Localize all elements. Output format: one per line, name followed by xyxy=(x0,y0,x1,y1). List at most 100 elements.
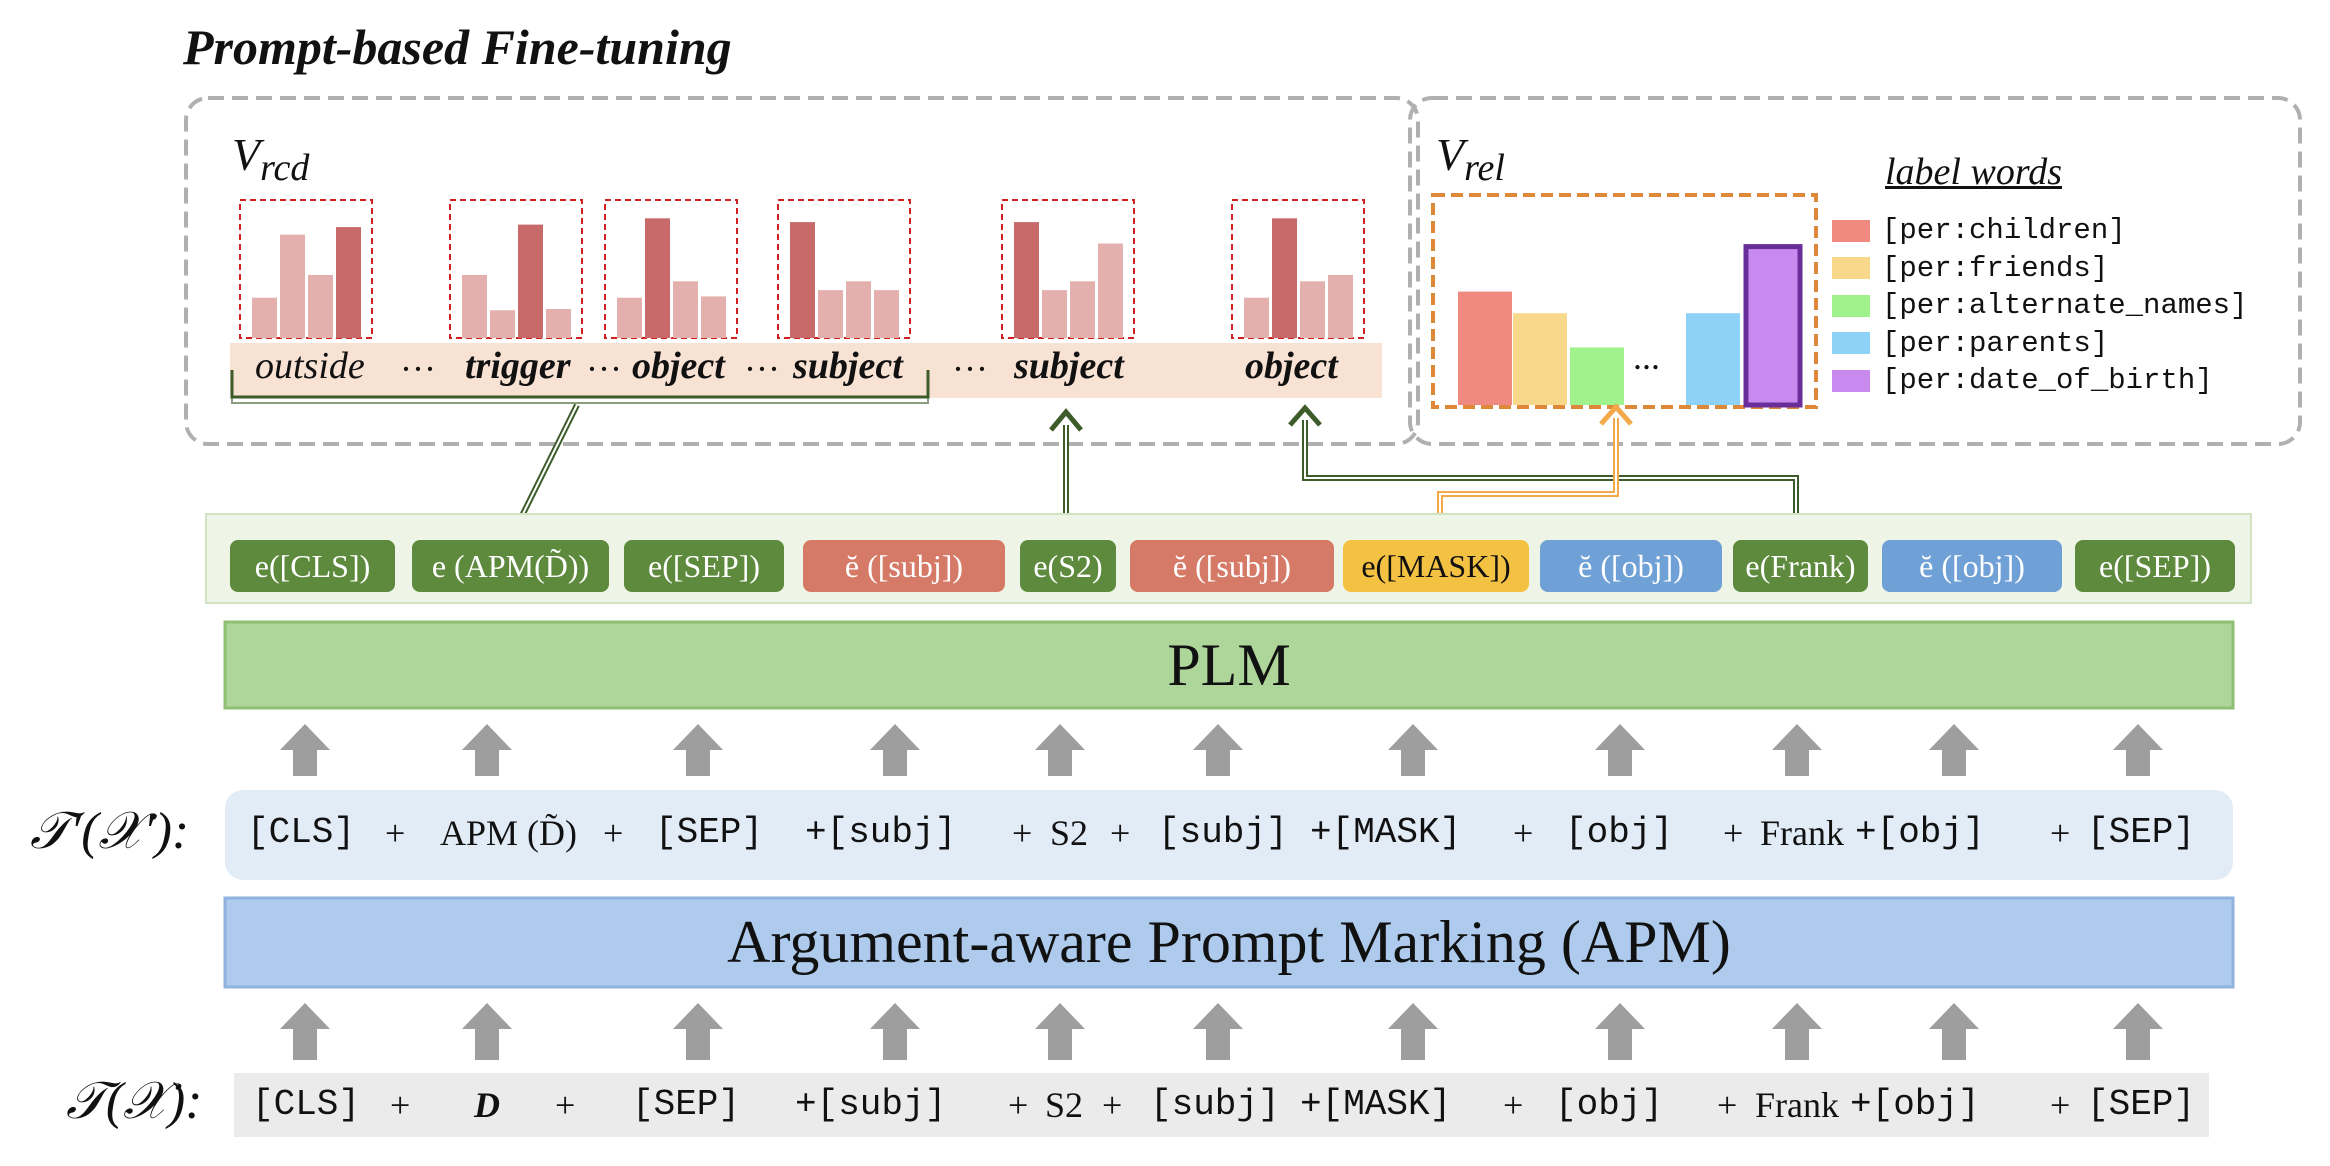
histogram-bar xyxy=(1070,281,1095,338)
flow-arrow xyxy=(2113,1003,2163,1060)
flow-arrow xyxy=(1193,724,1243,776)
histogram-bar xyxy=(846,281,871,338)
histogram-bar xyxy=(518,224,543,338)
rel-bar xyxy=(1743,244,1803,408)
flow-arrow xyxy=(1929,724,1979,776)
histogram-frame xyxy=(777,199,911,339)
sequence-token: [CLS] xyxy=(247,812,356,853)
plus-sign: + xyxy=(1717,1085,1738,1125)
plus-sign: + xyxy=(1723,813,1744,853)
plus-sign: + xyxy=(1012,813,1033,853)
flow-arrow xyxy=(280,724,330,776)
sequence-token: [obj] xyxy=(1555,1084,1664,1125)
label-words-title: label words xyxy=(1885,151,2062,193)
plus-sign: + xyxy=(390,1085,411,1125)
histogram-bar xyxy=(252,297,277,338)
span-bracket-inner xyxy=(231,370,929,404)
flow-arrow xyxy=(462,724,512,776)
plus-sign: + xyxy=(2050,1085,2071,1125)
word-dots-1: ··· xyxy=(400,349,436,389)
rel-distribution-frame xyxy=(1431,193,1818,409)
histogram-bar xyxy=(1300,281,1325,338)
plus-sign: + xyxy=(555,1085,576,1125)
plus-sign: + xyxy=(1102,1085,1123,1125)
embedding-chip: e([CLS]) xyxy=(230,540,395,592)
word-outside: outside xyxy=(255,345,365,387)
flow-arrow xyxy=(1772,724,1822,776)
flow-arrow xyxy=(1388,1003,1438,1060)
flow-arrows xyxy=(280,724,2163,1060)
histogram-bar xyxy=(280,234,305,338)
histogram-frame xyxy=(604,199,738,339)
rel-panel-border xyxy=(1408,96,2302,446)
flow-arrow xyxy=(1595,1003,1645,1060)
word-subject: subject xyxy=(793,345,903,387)
legend-item: [per:friends] xyxy=(1832,250,2247,288)
histogram-bar xyxy=(1328,275,1353,338)
histogram-bar xyxy=(673,281,698,338)
sequence-token: Frank xyxy=(1755,1085,1839,1125)
embedding-chip: e([MASK]) xyxy=(1343,540,1529,592)
legend-label: [per:children] xyxy=(1882,214,2126,248)
sequence-token: S2 xyxy=(1050,813,1089,853)
histogram-frame xyxy=(449,199,583,339)
histogram-bar xyxy=(462,275,487,338)
flow-arrow xyxy=(1193,1003,1243,1060)
histogram-frame xyxy=(239,199,373,339)
sequence-token: [obj] xyxy=(1565,812,1674,853)
histogram-bar xyxy=(874,290,899,338)
sequence-token: [subj] xyxy=(1150,1084,1280,1125)
flow-arrow xyxy=(673,1003,723,1060)
flow-arrow xyxy=(673,724,723,776)
histogram-bar xyxy=(1244,297,1269,338)
sequence-token: +[subj] xyxy=(795,1084,947,1125)
label-words-legend: [per:children][per:friends][per:alternat… xyxy=(1832,212,2247,400)
embedding-chip: e(Frank) xyxy=(1733,540,1868,592)
flow-arrow xyxy=(1772,1003,1822,1060)
sequence-token: [SEP] xyxy=(632,1084,741,1125)
histogram-frame xyxy=(1001,199,1135,339)
word-subject-2: subject xyxy=(1014,345,1124,387)
sequence-token: +[MASK] xyxy=(1310,812,1462,853)
t-prime-band xyxy=(225,790,2233,880)
histogram-bar xyxy=(617,297,642,338)
flow-arrow xyxy=(462,1003,512,1060)
rel-bar xyxy=(1686,313,1740,405)
word-dots-3: ··· xyxy=(744,349,780,389)
plus-sign: + xyxy=(1110,813,1131,853)
sequence-token: +[MASK] xyxy=(1300,1084,1452,1125)
word-object: object xyxy=(632,345,725,387)
plm-label: PLM xyxy=(1167,631,1291,698)
plm-band xyxy=(223,620,2235,710)
sequence-token: [CLS] xyxy=(252,1084,361,1125)
histogram-bar xyxy=(790,222,815,338)
histogram-bar xyxy=(336,227,361,338)
apm-band xyxy=(223,896,2235,989)
rel-distribution-bars xyxy=(1458,244,1803,408)
word-band xyxy=(230,343,1382,398)
sequence-token: [SEP] xyxy=(2087,1084,2196,1125)
histogram-bar xyxy=(1014,222,1039,338)
legend-item: [per:parents] xyxy=(1832,325,2247,363)
histogram-bar xyxy=(1098,243,1123,338)
legend-swatch xyxy=(1832,219,1870,242)
word-dots-4: ··· xyxy=(952,349,988,389)
histogram-bar xyxy=(645,218,670,338)
rel-bar xyxy=(1570,347,1624,405)
embedding-chip: e (APM(D̃)) xyxy=(412,540,609,592)
rcd-panel-border xyxy=(184,96,1420,446)
t-band xyxy=(234,1073,2209,1137)
word-dots-2: ··· xyxy=(586,349,622,389)
histogram-bar xyxy=(818,290,843,338)
legend-swatch xyxy=(1832,257,1870,280)
histogram-bar xyxy=(546,309,571,338)
plus-sign: + xyxy=(385,813,406,853)
sequence-token: [subj] xyxy=(1158,812,1288,853)
rel-dots: ... xyxy=(1633,337,1660,377)
legend-label: [per:date_of_birth] xyxy=(1882,364,2213,398)
flow-arrow xyxy=(1388,724,1438,776)
embedding-chip: ĕ ([subj]) xyxy=(1130,540,1334,592)
word-trigger: trigger xyxy=(465,345,571,387)
sequence-token: [SEP] xyxy=(655,812,764,853)
sequence-token: +[obj] xyxy=(1855,812,1985,853)
